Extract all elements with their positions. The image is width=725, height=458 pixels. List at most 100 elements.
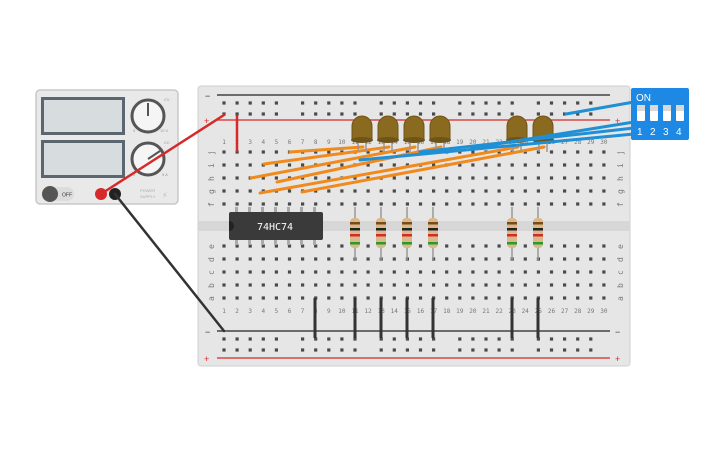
breadboard-hole[interactable]: [314, 257, 318, 261]
breadboard-hole[interactable]: [340, 189, 344, 193]
breadboard-hole[interactable]: [549, 296, 554, 300]
breadboard-hole[interactable]: [274, 163, 278, 167]
rail-hole[interactable]: [563, 101, 567, 105]
rail-hole[interactable]: [432, 337, 436, 341]
breadboard-hole[interactable]: [563, 270, 567, 274]
rail-hole[interactable]: [327, 112, 331, 116]
breadboard-hole[interactable]: [563, 296, 567, 300]
resistor-3[interactable]: [402, 207, 412, 260]
rail-hole[interactable]: [576, 337, 580, 341]
breadboard-hole[interactable]: [563, 176, 567, 180]
breadboard-hole[interactable]: [523, 270, 527, 274]
breadboard-hole[interactable]: [563, 163, 567, 167]
breadboard-hole[interactable]: [301, 270, 305, 274]
breadboard-hole[interactable]: [353, 283, 357, 287]
dip-switch[interactable]: ON 1 2 3 4: [631, 88, 689, 140]
breadboard-hole[interactable]: [327, 202, 331, 206]
breadboard-hole[interactable]: [314, 202, 318, 206]
led-3[interactable]: [403, 115, 425, 152]
breadboard-hole[interactable]: [405, 150, 409, 154]
resistor-1[interactable]: [350, 207, 360, 260]
breadboard-hole[interactable]: [274, 202, 278, 206]
breadboard-hole[interactable]: [484, 270, 488, 274]
breadboard-hole[interactable]: [432, 283, 436, 287]
breadboard-hole[interactable]: [274, 244, 278, 248]
breadboard-hole[interactable]: [471, 257, 475, 261]
rail-hole[interactable]: [340, 101, 344, 105]
resistor-4[interactable]: [428, 207, 438, 260]
rail-hole[interactable]: [458, 112, 462, 116]
breadboard-hole[interactable]: [340, 244, 344, 248]
breadboard-hole[interactable]: [523, 257, 527, 261]
breadboard-hole[interactable]: [379, 283, 383, 287]
breadboard-hole[interactable]: [576, 202, 580, 206]
rail-hole[interactable]: [458, 101, 462, 105]
breadboard-hole[interactable]: [445, 189, 449, 193]
rail-hole[interactable]: [510, 348, 514, 352]
orange-wire-2[interactable]: [262, 145, 391, 166]
breadboard-hole[interactable]: [497, 283, 501, 287]
ic-chip[interactable]: 74HC74: [229, 207, 323, 245]
breadboard-hole[interactable]: [563, 150, 567, 154]
rail-hole[interactable]: [379, 348, 383, 352]
breadboard-hole[interactable]: [235, 257, 239, 261]
rail-hole[interactable]: [549, 348, 554, 352]
resistor-5[interactable]: [507, 207, 517, 260]
breadboard-hole[interactable]: [287, 296, 292, 300]
breadboard-hole[interactable]: [235, 163, 239, 167]
breadboard-hole[interactable]: [287, 283, 292, 287]
rail-hole[interactable]: [301, 112, 305, 116]
breadboard-hole[interactable]: [523, 296, 527, 300]
breadboard-hole[interactable]: [418, 244, 423, 248]
breadboard-hole[interactable]: [497, 202, 501, 206]
breadboard-hole[interactable]: [327, 176, 331, 180]
breadboard-hole[interactable]: [445, 257, 449, 261]
breadboard-hole[interactable]: [353, 270, 357, 274]
led-2[interactable]: [377, 115, 399, 152]
breadboard-hole[interactable]: [405, 189, 409, 193]
rail-hole[interactable]: [327, 337, 331, 341]
breadboard-hole[interactable]: [563, 189, 567, 193]
breadboard-hole[interactable]: [366, 283, 370, 287]
breadboard-hole[interactable]: [549, 244, 554, 248]
breadboard-hole[interactable]: [274, 270, 278, 274]
resistor-2[interactable]: [376, 207, 386, 260]
breadboard-hole[interactable]: [497, 163, 501, 167]
rail-hole[interactable]: [314, 101, 318, 105]
breadboard-hole[interactable]: [340, 202, 344, 206]
rail-hole[interactable]: [458, 337, 462, 341]
breadboard-hole[interactable]: [471, 244, 475, 248]
breadboard-hole[interactable]: [222, 296, 226, 300]
rail-hole[interactable]: [235, 348, 239, 352]
rail-hole[interactable]: [576, 348, 580, 352]
ground-jumpers[interactable]: [313, 298, 540, 338]
breadboard-hole[interactable]: [392, 176, 396, 180]
breadboard-hole[interactable]: [458, 257, 462, 261]
breadboard-hole[interactable]: [301, 257, 305, 261]
breadboard-hole[interactable]: [484, 176, 488, 180]
breadboard-hole[interactable]: [327, 163, 331, 167]
breadboard-hole[interactable]: [458, 244, 462, 248]
breadboard-hole[interactable]: [549, 189, 554, 193]
breadboard-hole[interactable]: [327, 283, 331, 287]
breadboard-hole[interactable]: [261, 202, 265, 206]
breadboard-hole[interactable]: [510, 176, 514, 180]
rail-hole[interactable]: [405, 348, 409, 352]
breadboard-hole[interactable]: [471, 176, 475, 180]
breadboard-hole[interactable]: [418, 176, 423, 180]
breadboard-hole[interactable]: [314, 244, 318, 248]
rail-hole[interactable]: [261, 112, 265, 116]
rail-hole[interactable]: [405, 112, 409, 116]
breadboard-hole[interactable]: [261, 270, 265, 274]
rail-hole[interactable]: [261, 101, 265, 105]
breadboard-hole[interactable]: [589, 244, 593, 248]
rail-hole[interactable]: [314, 348, 318, 352]
breadboard-hole[interactable]: [327, 150, 331, 154]
orange-wire-5[interactable]: [258, 145, 520, 195]
rail-hole[interactable]: [235, 112, 239, 116]
breadboard-hole[interactable]: [484, 257, 488, 261]
rail-hole[interactable]: [432, 112, 436, 116]
breadboard-hole[interactable]: [445, 296, 449, 300]
rail-hole[interactable]: [392, 112, 396, 116]
breadboard-hole[interactable]: [576, 296, 580, 300]
